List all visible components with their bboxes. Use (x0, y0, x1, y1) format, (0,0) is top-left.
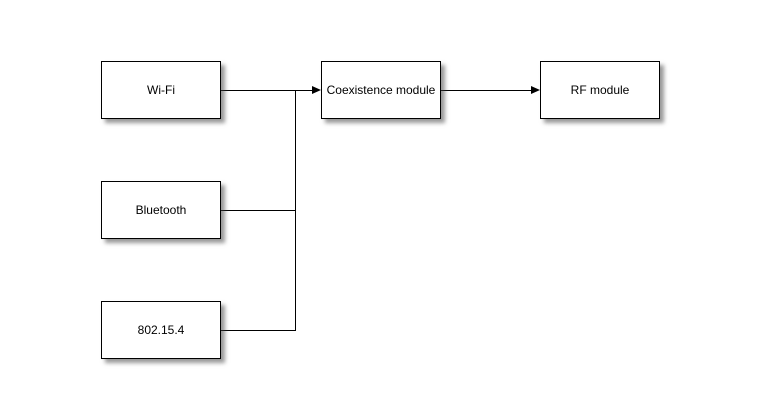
node-coexistence-module: Coexistence module (321, 61, 441, 119)
arrowhead-into-rf-icon (531, 86, 540, 94)
edge-wifi-to-coexistence (221, 90, 317, 91)
node-bluetooth-label: Bluetooth (135, 203, 187, 217)
node-bluetooth: Bluetooth (101, 181, 221, 239)
arrowhead-into-coexistence-icon (312, 86, 321, 94)
node-coexistence-module-label: Coexistence module (326, 83, 436, 97)
edge-zigbee-branch (221, 330, 296, 331)
edge-coexistence-to-rf (441, 90, 536, 91)
edge-bluetooth-branch (221, 210, 296, 211)
node-rf-module-label: RF module (570, 83, 630, 97)
node-wifi: Wi-Fi (101, 61, 221, 119)
node-wifi-label: Wi-Fi (147, 83, 175, 97)
node-802-15-4-label: 802.15.4 (137, 323, 185, 337)
node-802-15-4: 802.15.4 (101, 301, 221, 359)
node-rf-module: RF module (540, 61, 660, 119)
